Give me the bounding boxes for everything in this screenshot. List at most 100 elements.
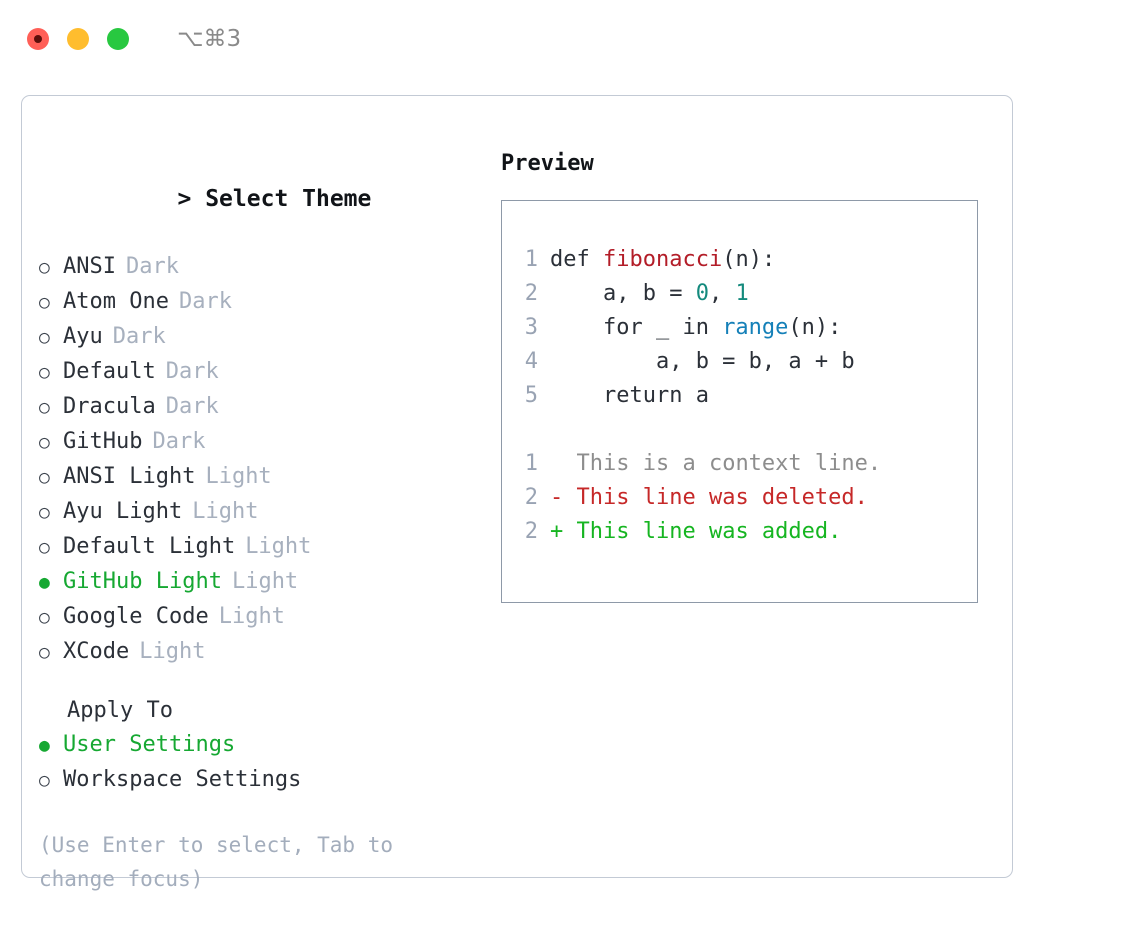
diff-line-del: 2- This line was deleted.	[516, 481, 881, 515]
code-line-text: a, b = 0, 1	[550, 277, 749, 311]
diff-line-text: - This line was deleted.	[550, 481, 868, 515]
apply-to-option-user-settings[interactable]: ● User Settings	[39, 728, 499, 763]
line-number: 1	[524, 247, 538, 272]
preview-title: Preview	[501, 151, 594, 176]
code-line: 4 a, b = b, a + b	[516, 345, 881, 379]
theme-variant-badge: Dark	[178, 289, 232, 314]
theme-option-dracula[interactable]: ○ Dracula Dark	[39, 390, 499, 425]
theme-picker-title: Select Theme	[205, 186, 372, 212]
line-number: 3	[524, 315, 538, 340]
theme-variant-badge: Light	[218, 604, 285, 629]
radio-unselected-icon: ○	[39, 607, 50, 628]
code-token-call: range	[722, 315, 789, 340]
line-number: 2	[524, 485, 538, 510]
radio-selected-icon: ●	[39, 572, 50, 593]
theme-option-label: Atom One	[63, 289, 169, 314]
theme-option-xcode[interactable]: ○ XCode Light	[39, 635, 499, 670]
code-line: 1 def fibonacci(n):	[516, 243, 881, 277]
radio-unselected-icon: ○	[39, 397, 50, 418]
code-line-text: return a	[550, 379, 709, 413]
line-number: 5	[524, 383, 538, 408]
diff-text: This is a context line.	[576, 451, 882, 476]
code-token-plain: a, b = b, a + b	[550, 349, 855, 374]
radio-unselected-icon: ○	[39, 327, 50, 348]
theme-option-ansi[interactable]: ○ ANSI Dark	[39, 250, 499, 285]
code-token-plain: ,	[708, 281, 736, 306]
apply-to-option-list: ● User Settings ○Workspace Settings	[39, 728, 499, 798]
code-token-num: 0	[695, 281, 709, 306]
radio-unselected-icon: ○	[39, 257, 50, 278]
code-token-plain: a, b =	[550, 281, 696, 306]
code-token-kw: def	[550, 247, 603, 272]
theme-variant-badge: Dark	[165, 394, 219, 419]
diff-marker: +	[550, 519, 577, 544]
traffic-light-group	[27, 28, 129, 50]
theme-option-label: GitHub Light	[63, 569, 222, 594]
diff-text: This line was deleted.	[576, 485, 868, 510]
diff-marker	[550, 451, 577, 476]
code-line: 2 a, b = 0, 1	[516, 277, 881, 311]
keyboard-hint-text: (Use Enter to select, Tab to change focu…	[39, 833, 394, 891]
theme-option-label: ANSI	[63, 254, 116, 279]
radio-unselected-icon: ○	[39, 642, 50, 663]
minimize-window-button[interactable]	[67, 28, 89, 50]
diff-text: This line was added.	[576, 519, 842, 544]
maximize-window-button[interactable]	[107, 28, 129, 50]
apply-to-header: Apply To	[67, 698, 173, 723]
theme-variant-badge: Dark	[125, 254, 179, 279]
line-number: 1	[524, 451, 538, 476]
theme-option-label: XCode	[63, 639, 130, 664]
line-number: 2	[524, 281, 538, 306]
apply-to-option-workspace-settings[interactable]: ○Workspace Settings	[39, 763, 499, 798]
code-line: 3 for _ in range(n):	[516, 311, 881, 345]
radio-unselected-icon: ○	[39, 537, 50, 558]
diff-line-text: + This line was added.	[550, 515, 841, 549]
title-bar: ⌥⌘3	[0, 0, 1140, 78]
code-token-plain: return a	[550, 383, 709, 408]
apply-to-option-label: Workspace Settings	[63, 767, 302, 792]
code-line-text: def fibonacci(n):	[550, 243, 775, 277]
radio-unselected-icon: ○	[39, 432, 50, 453]
code-token-plain: for _ in	[550, 315, 723, 340]
theme-variant-badge: Dark	[152, 429, 206, 454]
theme-option-label: ANSI Light	[63, 464, 196, 489]
theme-variant-badge: Dark	[165, 359, 219, 384]
radio-selected-icon: ●	[39, 735, 50, 756]
theme-option-ansi-light[interactable]: ○ ANSI Light Light	[39, 460, 499, 495]
caret-icon: >	[177, 186, 192, 212]
close-window-button[interactable]	[27, 28, 49, 50]
theme-picker-header: > Select Theme	[39, 148, 499, 250]
theme-option-label: Ayu Light	[63, 499, 183, 524]
code-token-plain: (n):	[788, 315, 842, 340]
spacer	[39, 798, 499, 828]
theme-variant-badge: Light	[192, 499, 259, 524]
code-token-num: 1	[735, 281, 749, 306]
theme-option-label: Dracula	[63, 394, 156, 419]
radio-unselected-icon: ○	[39, 362, 50, 383]
apply-to-option-label: User Settings	[63, 732, 236, 757]
theme-option-label: Default	[63, 359, 156, 384]
theme-variant-badge: Dark	[112, 324, 166, 349]
theme-variant-badge: Light	[139, 639, 206, 664]
diff-marker: -	[550, 485, 577, 510]
spacer	[39, 670, 499, 694]
theme-option-default[interactable]: ○ Default Dark	[39, 355, 499, 390]
keyboard-shortcut-label: ⌥⌘3	[177, 26, 242, 52]
diff-line-ctx: 1 This is a context line.	[516, 447, 881, 481]
radio-unselected-icon: ○	[39, 467, 50, 488]
diff-line-text: This is a context line.	[550, 447, 882, 481]
theme-variant-badge: Light	[205, 464, 272, 489]
code-line-text: for _ in range(n):	[550, 311, 841, 345]
